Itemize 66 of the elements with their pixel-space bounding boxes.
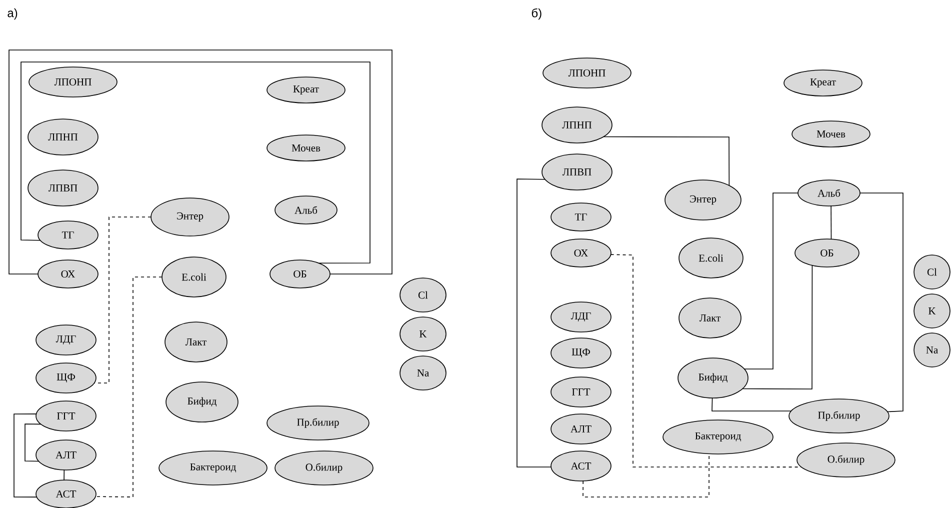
ellipse-node: ТГ (38, 220, 98, 250)
ellipse-node: ГГТ (36, 400, 96, 432)
ellipse-node: Бифид (166, 382, 238, 422)
ellipse-node: Na (914, 332, 950, 368)
ellipse-node: АСТ (36, 480, 96, 508)
ellipse-node: О.билир (796, 442, 896, 478)
ellipse-node: ЩФ (36, 362, 96, 394)
connector-line (712, 398, 792, 412)
ellipse-node: K (400, 316, 446, 352)
ellipse-node: ГГТ (550, 376, 612, 408)
ellipse-node: Мочев (792, 120, 870, 148)
ellipse-node: Лакт (164, 322, 228, 362)
ellipse-node: О.билир (274, 450, 374, 486)
ellipse-node: Энтер (664, 180, 742, 220)
connector-line (610, 254, 802, 468)
ellipse-node: ТГ (550, 202, 612, 232)
connector-line (14, 414, 38, 498)
ellipse-node: Энтер (150, 198, 230, 236)
connector-line (64, 470, 65, 480)
connector-line (94, 216, 152, 384)
ellipse-node: ЛПВП (28, 170, 98, 206)
ellipse-node: Бактероид (158, 450, 268, 486)
ellipse-node: Бактероид (662, 420, 774, 454)
ellipse-node: ЛДГ (36, 324, 96, 356)
ellipse-node: E.coli (678, 238, 744, 278)
ellipse-node: ОБ (270, 260, 330, 288)
connector-line (516, 178, 552, 468)
ellipse-node: Бифид (678, 358, 748, 398)
ellipse-node: ОБ (794, 238, 860, 268)
connector-line (95, 276, 162, 498)
ellipse-node: Na (400, 356, 446, 390)
ellipse-node: ЛПВП (542, 154, 612, 190)
ellipse-node: ЛДГ (550, 302, 612, 332)
connector-line (582, 453, 710, 498)
ellipse-node: Лакт (678, 298, 742, 338)
ellipse-node: АЛТ (36, 440, 96, 470)
ellipse-node: K (914, 294, 950, 328)
ellipse-node: Cl (914, 254, 950, 290)
ellipse-node: ОХ (38, 260, 98, 288)
connector-line (603, 136, 730, 186)
connector-line (744, 192, 798, 370)
panel-label: а) (8, 8, 18, 20)
ellipse-node: Альб (798, 180, 860, 206)
ellipse-node: ЛПНП (28, 118, 98, 156)
connector-line (20, 62, 370, 264)
ellipse-node: Альб (274, 196, 338, 224)
connector-line (830, 206, 832, 240)
ellipse-node: ОХ (550, 238, 612, 268)
connector-line (742, 265, 813, 390)
ellipse-node: Мочев (266, 134, 346, 162)
ellipse-node: Пр.билир (266, 406, 370, 440)
ellipse-node: ЛПОНП (28, 66, 118, 98)
ellipse-node: Креат (266, 76, 346, 104)
panel-label: б) (532, 8, 542, 20)
ellipse-node: Креат (784, 70, 862, 96)
ellipse-node: ЛПНП (542, 106, 612, 144)
ellipse-node: ЛПОНП (542, 58, 632, 88)
connector-line (24, 424, 42, 462)
ellipse-node: Пр.билир (788, 398, 890, 434)
connector-line (8, 50, 392, 274)
ellipse-node: ЩФ (550, 338, 612, 368)
ellipse-node: АЛТ (550, 414, 612, 444)
connector-line (860, 192, 904, 412)
ellipse-node: Cl (400, 278, 446, 312)
ellipse-node: E.coli (162, 256, 226, 298)
ellipse-node: АСТ (550, 450, 612, 482)
